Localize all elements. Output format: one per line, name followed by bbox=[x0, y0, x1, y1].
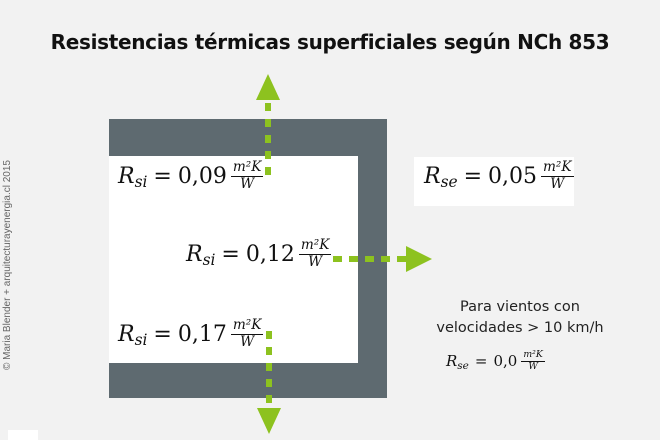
arrow-right-dash bbox=[397, 256, 406, 262]
arrow-down-dash bbox=[266, 331, 272, 339]
arrow-down-head bbox=[257, 408, 281, 434]
wind-note: Para vientos con velocidades > 10 km/h bbox=[410, 297, 630, 339]
wind-note-line1: Para vientos con bbox=[460, 299, 580, 315]
wind-note-line2: velocidades > 10 km/h bbox=[436, 320, 604, 337]
interior-space bbox=[109, 156, 358, 363]
arrow-down-dash bbox=[266, 347, 272, 355]
arrow-right-dash bbox=[349, 256, 358, 262]
arrow-down-dash bbox=[266, 395, 272, 403]
arrow-up-head bbox=[256, 74, 280, 100]
corner-patch bbox=[8, 430, 38, 440]
arrow-up-dash bbox=[265, 151, 271, 159]
arrow-down-dash bbox=[266, 379, 272, 387]
arrow-up-dash bbox=[265, 135, 271, 143]
arrow-right-dash bbox=[333, 256, 342, 262]
arrow-down-dash bbox=[266, 363, 272, 371]
arrow-right-dash bbox=[381, 256, 390, 262]
exterior-label-box bbox=[414, 157, 574, 206]
arrow-up-dash bbox=[265, 119, 271, 127]
diagram-title: Resistencias térmicas superficiales segú… bbox=[50, 30, 610, 54]
arrow-right-dash bbox=[365, 256, 374, 262]
arrow-up-dash bbox=[265, 167, 271, 175]
arrow-up-dash bbox=[265, 103, 271, 111]
arrow-right-head bbox=[406, 246, 432, 272]
